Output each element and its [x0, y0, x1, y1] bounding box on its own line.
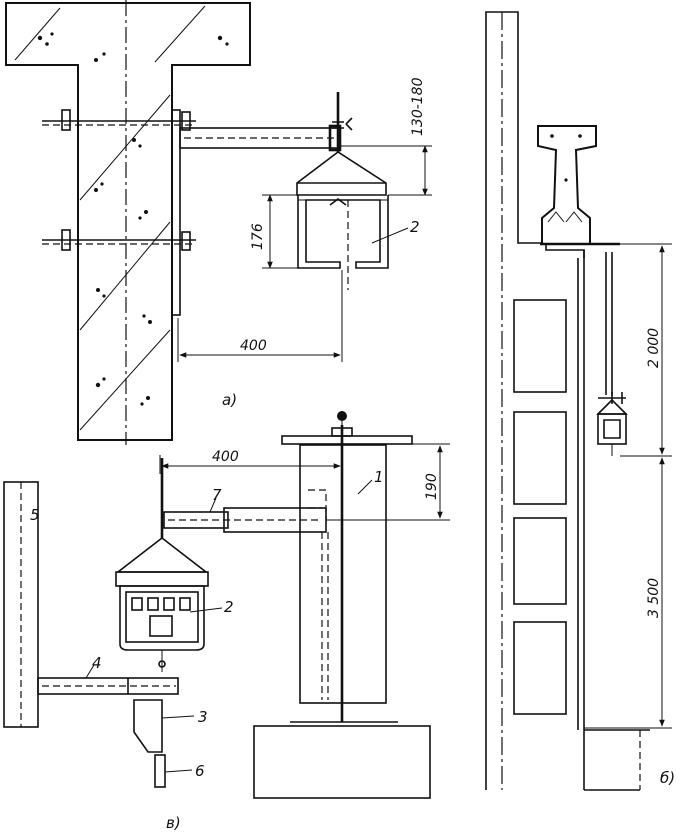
window-3 [513, 517, 567, 605]
callout-fixture-a: 2 [410, 218, 420, 236]
dimension-offset-v-label: 400 [212, 449, 239, 465]
callout-leader-4 [85, 664, 95, 679]
concrete-t-beam [5, 0, 251, 445]
hanging-fixture-b [596, 252, 628, 456]
panel-v: 5 4 3 6 [3, 411, 450, 832]
dimension-upper-b-label: 2 000 [646, 328, 662, 368]
column [253, 411, 431, 799]
fixture-housing [296, 151, 389, 290]
dimension-offset-v: 400 [159, 449, 343, 474]
callout-wall: 5 [30, 506, 40, 524]
callout-leader-2a [371, 227, 409, 244]
callout-column: 1 [374, 468, 384, 486]
pipe-upper [163, 507, 327, 533]
panel-label-b: б) [660, 769, 675, 787]
column-foundation [253, 725, 431, 799]
through-bolt-upper [42, 109, 196, 131]
window-1 [513, 299, 567, 393]
support-arm [179, 124, 342, 152]
dimension-lower-b: 3 500 [584, 457, 672, 729]
fixture-v [115, 458, 209, 672]
dimension-height-v-label: 190 [424, 473, 440, 500]
dimension-hanger-height: 176 [250, 194, 298, 269]
through-bolt-lower [42, 229, 196, 251]
window-4 [513, 621, 567, 715]
callout-pipe-lower: 4 [92, 654, 102, 672]
crane-beam-section [537, 125, 620, 246]
dimension-clearance: 130-180 [340, 77, 432, 196]
panel-a: 130-180 176 2 400 а) [5, 0, 432, 445]
dimension-clearance-label: 130-180 [410, 77, 426, 136]
dimension-hanger-height-label: 176 [250, 223, 266, 250]
window-2 [513, 411, 567, 505]
callout-bracket-lower: 3 [198, 708, 208, 726]
callout-bracket-foot: 6 [195, 762, 205, 780]
dimension-height-v: 190 [326, 443, 450, 521]
side-plate [171, 109, 181, 316]
callout-fixture-v: 2 [224, 598, 234, 616]
dimension-offset-a-label: 400 [240, 338, 267, 354]
dimension-upper-b: 2 000 [620, 243, 672, 457]
lower-bracket [133, 699, 166, 788]
callout-leader-7 [209, 497, 217, 513]
dimension-lower-b-label: 3 500 [646, 578, 662, 618]
callout-leader-2v [189, 607, 223, 613]
dimension-offset-a: 400 [177, 270, 343, 362]
pipe-lower [37, 677, 179, 695]
panel-b: 2 000 3 500 б) [485, 11, 675, 791]
panel-label-a: а) [222, 391, 237, 409]
panel-label-v: в) [166, 814, 181, 832]
callout-pipe-upper: 7 [212, 486, 222, 504]
